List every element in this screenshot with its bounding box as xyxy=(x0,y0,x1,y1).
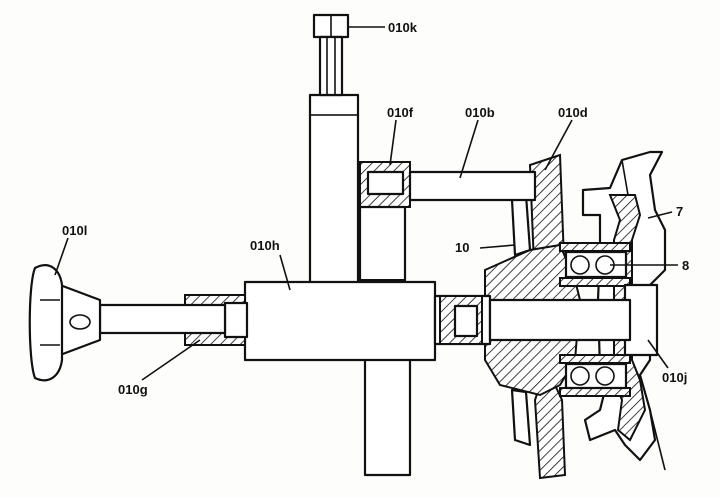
label-010j: 010j xyxy=(662,370,687,385)
label-7: 7 xyxy=(676,204,683,219)
label-8: 8 xyxy=(682,258,689,273)
screw-010k xyxy=(312,13,350,97)
label-010k: 010k xyxy=(388,20,418,35)
label-010h: 010h xyxy=(250,238,280,253)
label-010l: 010l xyxy=(62,223,87,238)
label-10: 10 xyxy=(455,240,469,255)
label-010d: 010d xyxy=(558,105,588,120)
leader-lines xyxy=(54,26,678,381)
label-010f: 010f xyxy=(387,105,414,120)
label-010b: 010b xyxy=(465,105,495,120)
tie-rod-010b xyxy=(408,170,537,202)
puller-column xyxy=(308,93,412,477)
t-handle-010l xyxy=(28,264,227,382)
main-spindle xyxy=(243,280,632,362)
clamp-nut-010f xyxy=(358,161,411,295)
label-010g: 010g xyxy=(118,382,148,397)
